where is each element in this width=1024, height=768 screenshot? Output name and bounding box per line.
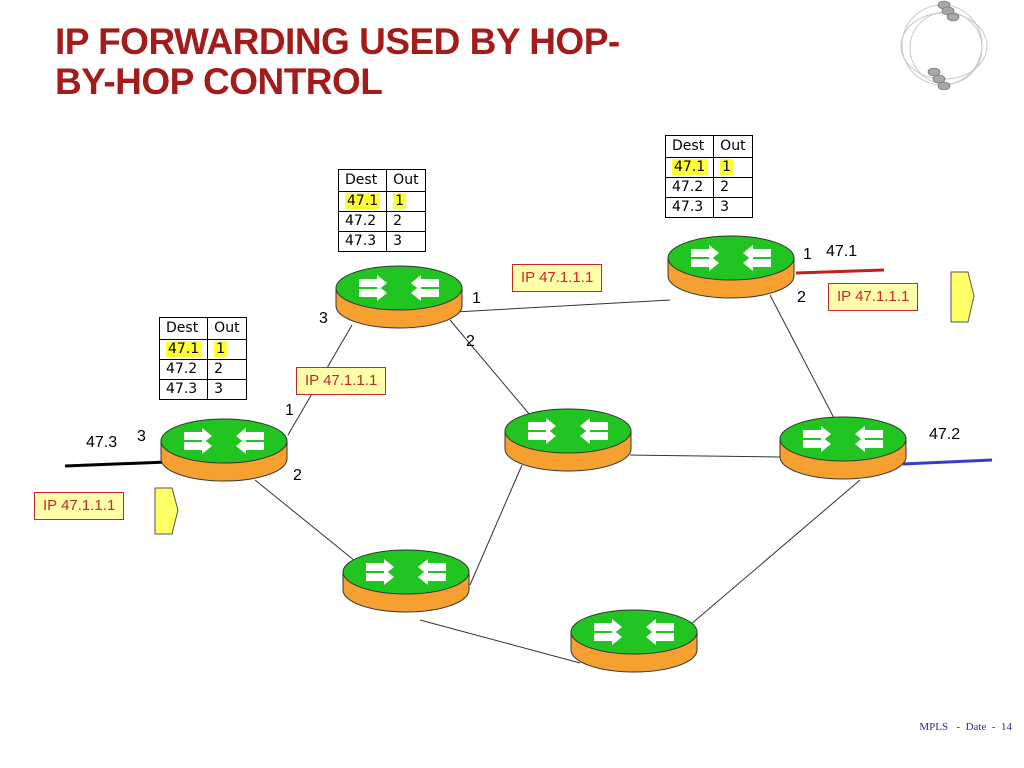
port-label: 1 xyxy=(285,402,294,419)
link-center-bottomleft xyxy=(469,464,523,586)
table-cell-dest: 47.2 xyxy=(664,177,715,198)
link-bottomleft-bottomright xyxy=(419,619,581,664)
link-top-right xyxy=(454,299,671,313)
table-cell-out: 1 xyxy=(214,341,228,357)
router-far-right-icon[interactable] xyxy=(779,416,907,480)
network-47-1-line xyxy=(795,268,885,275)
table-header-out: Out xyxy=(713,135,753,158)
mpls-logo-icon xyxy=(900,4,988,86)
page-title: IP FORWARDING USED BY HOP- BY-HOP CONTRO… xyxy=(55,22,620,102)
router-center-icon[interactable] xyxy=(504,408,632,472)
table-row: 47.1 1 xyxy=(664,157,753,178)
table-cell-out: 2 xyxy=(713,177,753,198)
network-label-47-3: 47.3 xyxy=(86,434,118,451)
port-label: 3 xyxy=(319,310,328,327)
table-row: 47.1 1 xyxy=(158,339,247,360)
port-label: 1 xyxy=(803,246,812,263)
router-top-icon[interactable] xyxy=(335,265,463,329)
port-label: 1 xyxy=(472,290,481,307)
table-header-out: Out xyxy=(207,317,247,340)
packet-label: IP 47.1.1.1 xyxy=(512,264,603,292)
footer-text: MPLS xyxy=(919,721,949,733)
page-number: 14 xyxy=(1001,721,1012,733)
table-header-row: Dest Out xyxy=(664,135,753,158)
link-bottomright-farright xyxy=(689,479,861,626)
table-cell-out: 2 xyxy=(207,359,247,380)
mpls-logo-dots-icon xyxy=(927,0,960,91)
table-cell-dest: 47.2 xyxy=(158,359,209,380)
links xyxy=(254,294,861,664)
table-header-dest: Dest xyxy=(664,135,715,158)
table-row: 47.2 2 xyxy=(664,177,753,198)
table-cell-dest: 47.1 xyxy=(345,193,381,209)
slide-footer: MPLS - Date - 14 xyxy=(919,721,1012,733)
table-cell-out: 3 xyxy=(207,379,247,400)
routing-table-left: Dest Out 47.1 1 47.2 2 47.3 3 xyxy=(158,317,247,400)
network-47-3-line xyxy=(64,460,168,468)
table-cell-dest: 47.2 xyxy=(337,211,388,232)
table-header-row: Dest Out xyxy=(337,169,426,192)
router-bottom-left-icon[interactable] xyxy=(342,549,470,613)
table-cell-out: 1 xyxy=(393,193,407,209)
table-row: 47.3 3 xyxy=(158,379,247,400)
network-label-47-2: 47.2 xyxy=(929,426,961,443)
network-47-2-line xyxy=(902,458,993,466)
link-center-farright xyxy=(629,454,781,458)
table-cell-dest: 47.1 xyxy=(672,159,708,175)
table-cell-dest: 47.3 xyxy=(158,379,209,400)
table-cell-dest: 47.3 xyxy=(337,231,388,252)
title-line-2: BY-HOP CONTROL xyxy=(55,61,383,102)
packet-label: IP 47.1.1.1 xyxy=(828,283,919,311)
port-label: 3 xyxy=(137,428,146,445)
routing-table-right: Dest Out 47.1 1 47.2 2 47.3 3 xyxy=(664,135,753,218)
table-cell-out: 1 xyxy=(720,159,734,175)
packet-label: IP 47.1.1.1 xyxy=(34,492,125,520)
table-row: 47.2 2 xyxy=(337,211,426,232)
port-label: 2 xyxy=(466,333,475,350)
link-left-bottomleft xyxy=(254,479,361,566)
router-left-icon[interactable] xyxy=(160,418,288,482)
table-row: 47.2 2 xyxy=(158,359,247,380)
network-label-47-1: 47.1 xyxy=(826,243,858,260)
arrow-right-icon xyxy=(154,487,179,535)
table-row: 47.3 3 xyxy=(664,197,753,218)
port-label: 2 xyxy=(293,467,302,484)
table-cell-out: 3 xyxy=(713,197,753,218)
routing-table-middle: Dest Out 47.1 1 47.2 2 47.3 3 xyxy=(337,169,426,252)
link-top-center xyxy=(449,319,531,416)
table-header-dest: Dest xyxy=(337,169,388,192)
table-cell-dest: 47.3 xyxy=(664,197,715,218)
packet-label: IP 47.1.1.1 xyxy=(296,367,387,395)
table-cell-out: 3 xyxy=(386,231,426,252)
table-header-dest: Dest xyxy=(158,317,209,340)
footer-date: Date xyxy=(965,721,987,733)
title-line-1: IP FORWARDING USED BY HOP- xyxy=(55,21,620,62)
table-row: 47.3 3 xyxy=(337,231,426,252)
footer-separator: - xyxy=(991,721,996,733)
router-right-icon[interactable] xyxy=(667,235,795,299)
table-row: 47.1 1 xyxy=(337,191,426,212)
table-cell-out: 2 xyxy=(386,211,426,232)
router-bottom-right-icon[interactable] xyxy=(570,609,698,673)
port-label: 2 xyxy=(797,289,806,306)
arrow-right-icon xyxy=(950,271,975,323)
table-cell-dest: 47.1 xyxy=(166,341,202,357)
table-header-out: Out xyxy=(386,169,426,192)
link-right-farright xyxy=(769,294,836,421)
footer-separator: - xyxy=(956,721,961,733)
table-header-row: Dest Out xyxy=(158,317,247,340)
